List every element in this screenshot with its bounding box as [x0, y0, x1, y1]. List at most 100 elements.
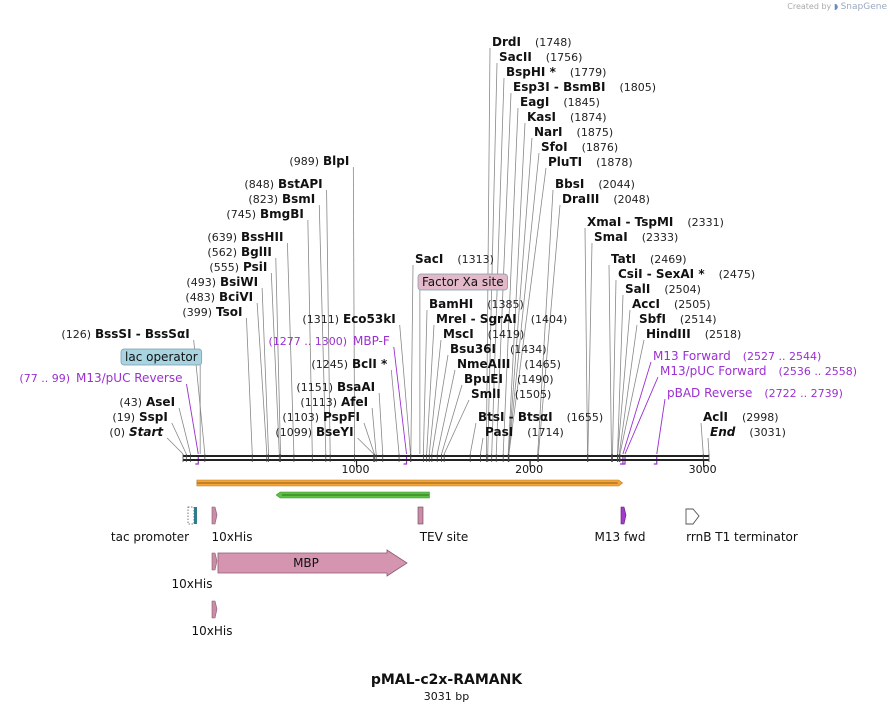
site-enzyme-label: BtsI - BtsαI: [478, 410, 553, 424]
plasmid-name: pMAL-c2x-RAMANK: [370, 672, 523, 688]
cut-site-12: (848)BstAPI: [244, 177, 322, 191]
site-position-label: (493): [186, 276, 216, 289]
site-position-label: (989): [289, 155, 319, 168]
credit-created-by: Created by: [787, 2, 832, 11]
site-position-label: (848): [244, 178, 274, 191]
site-leader: [617, 309, 631, 455]
site-enzyme-label: BbsI: [555, 177, 584, 191]
feature-label: 10xHis: [172, 577, 213, 591]
site-enzyme-label: HindIII: [646, 327, 691, 341]
site-position-label: (1419): [488, 328, 525, 341]
site-leader: [287, 242, 295, 455]
cut-site-45: SalI(2504): [625, 282, 701, 296]
site-position-label: (43): [119, 396, 142, 409]
leader-lines: [166, 47, 710, 455]
credit-brand: SnapGene: [840, 2, 887, 12]
site-enzyme-label: DrdI: [492, 35, 521, 49]
site-enzyme-label: BsiWI: [220, 275, 258, 289]
site-position-label: (1099): [275, 426, 312, 439]
site-enzyme-label: Bsu36I: [450, 342, 496, 356]
site-leader: [480, 437, 484, 455]
primer-range-label: (77 .. 99): [19, 372, 70, 385]
site-enzyme-label: BsaAI: [337, 380, 375, 394]
cut-site-22: MreI - SgrAI(1404): [436, 312, 567, 326]
site-position-label: (1313): [457, 253, 494, 266]
site-leader: [357, 437, 375, 455]
cut-site-39: BbsI(2044): [555, 177, 635, 191]
primer-3: M13/pUC Forward(2536 .. 2558): [622, 364, 857, 465]
site-enzyme-label: AseI: [146, 395, 175, 409]
site-enzyme-label: BciVI: [219, 290, 253, 304]
site-leader: [261, 287, 269, 455]
cut-site-20: SacI(1313): [415, 252, 494, 266]
site-enzyme-label: MreI - SgrAI: [436, 312, 517, 326]
cut-site-19: (1311) Eco53kI: [302, 312, 395, 326]
cut-site-31: SacII(1756): [499, 50, 582, 64]
site-leader: [707, 437, 710, 455]
site-position-label: (2504): [664, 283, 701, 296]
cut-site-13: (989)BlpI: [289, 154, 349, 168]
ruler-tick-label: 3000: [689, 463, 717, 476]
feature-10xhis: 10xHis: [192, 600, 232, 638]
primer-2: M13 Forward(2527 .. 2544): [619, 349, 821, 465]
site-leader: [378, 392, 384, 455]
site-leader: [495, 92, 512, 455]
site-leader: [491, 77, 505, 455]
site-enzyme-label: BclI *: [352, 357, 388, 371]
site-enzyme-label: CsiI - SexAI *: [618, 267, 705, 281]
primer-arrow-icon: [195, 455, 199, 465]
site-position-label: (1805): [619, 81, 656, 94]
cut-site-1: (19)SspI: [112, 410, 167, 424]
site-leader: [584, 227, 588, 455]
site-position-label: (823): [248, 193, 278, 206]
site-enzyme-label: DraIII: [562, 192, 599, 206]
site-enzyme-label: KasI: [527, 110, 556, 124]
cut-site-27: SmlI (1505): [471, 387, 551, 401]
cut-site-5: (483)BciVI: [185, 290, 253, 304]
site-enzyme-label: End: [710, 425, 736, 439]
site-position-label: (1878): [596, 156, 633, 169]
site-position-label: (1505): [515, 388, 552, 401]
site-leader: [487, 62, 498, 455]
site-leader: [508, 152, 540, 455]
primer-1: (1277 .. 1300)MBP-F: [268, 334, 408, 465]
feature-box-label-1: Factor Xa site: [417, 273, 508, 454]
feature-box-text: Factor Xa site: [422, 275, 504, 289]
site-position-label: (555): [209, 261, 239, 274]
site-enzyme-label: MscI: [443, 327, 474, 341]
primer-4: pBAD Reverse(2722 .. 2739): [653, 386, 843, 465]
primer-range-label: (1277 .. 1300): [268, 335, 347, 348]
cut-site-26: BpuEI(1490): [464, 372, 554, 386]
site-position-label: (1103): [282, 411, 319, 424]
site-position-label: (19): [112, 411, 135, 424]
cut-site-0: (0)Start: [109, 425, 164, 439]
cut-site-38: PluTI(1878): [548, 155, 633, 169]
feature-label: rrnB T1 terminator: [686, 530, 798, 544]
site-enzyme-label: PspFI: [323, 410, 360, 424]
cut-site-28: BtsI - BtsαI(1655): [478, 410, 603, 424]
cut-site-25: NmeAIII(1465): [457, 357, 561, 371]
site-enzyme-label: AccI: [632, 297, 660, 311]
feature-mbp: MBP: [217, 549, 408, 577]
site-position-label: (1113): [300, 396, 337, 409]
site-leader: [608, 264, 612, 455]
site-position-label: (1311): [302, 313, 339, 326]
feature-tac-promoter: tac promoter: [111, 506, 197, 544]
site-enzyme-label: BssSI - BssSαI: [95, 327, 190, 341]
site-leader: [436, 369, 456, 455]
site-leader: [485, 47, 491, 455]
cut-site-30: DrdI(1748): [492, 35, 572, 49]
site-leader: [587, 242, 593, 455]
primer-0: (77 .. 99)M13/pUC Reverse: [19, 371, 199, 465]
site-position-label: (1874): [570, 111, 607, 124]
feature-tev-site: TEV site: [417, 506, 468, 544]
site-position-label: (1779): [570, 66, 607, 79]
site-enzyme-label: Eco53kI: [343, 312, 396, 326]
site-enzyme-label: SmlI: [471, 387, 501, 401]
cut-site-3: (126)BssSI - BssSαI: [61, 327, 189, 341]
cut-site-43: TatI(2469): [611, 252, 687, 266]
site-enzyme-label: XmaI - TspMI: [587, 215, 673, 229]
site-leader: [428, 339, 442, 455]
primer-name-label: M13/pUC Forward: [660, 364, 767, 378]
